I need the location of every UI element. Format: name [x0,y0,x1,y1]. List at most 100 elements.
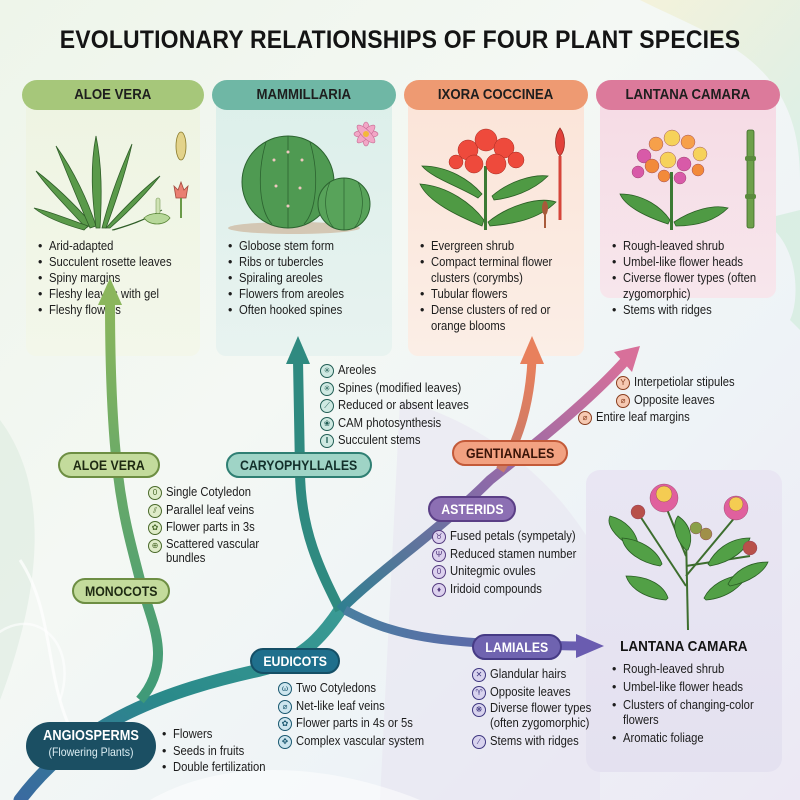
lantana-bullets: Rough-leaved shrub Umbel-like flower hea… [612,238,762,318]
lamiales-traits: ✕Glandular hairs ♈Opposite leaves ❋Diver… [472,666,603,751]
opposite-leaves-icon: ♈ [472,685,486,700]
trait-item: ♈Opposite leaves [472,684,603,702]
bullet-item: Rough-leaved shrub [612,662,762,677]
aloe-vera-illustration [33,131,189,231]
seed-icon: 0 [148,486,162,500]
three-part-flower-icon: ✿ [148,521,162,535]
bullet-item: Succulent rosette leaves [38,254,185,270]
trait-item: ✳Spines (modified leaves) [320,380,483,398]
ixora-illustration [419,127,565,230]
mammillaria-bullets: Globose stem form Ribs or tubercles Spir… [228,238,356,318]
bullet-item: Fleshy leaves with gel [38,286,185,302]
leaf-icon: ⌀ [616,393,630,408]
bullet-item: Ribs or tubercles [228,254,356,270]
caryophyllales-traits: ✳Areoles ✳Spines (modified leaves) ⟋Redu… [320,362,483,450]
spine-icon: ✳ [320,381,334,396]
trait-item: ∕Stems with ridges [472,733,603,751]
parallel-veins-icon: ⫽ [148,503,162,518]
lantana-camara-card: LANTANA CAMARA Rough-leaved shrub Umbel-… [586,470,782,772]
trait-item: ✿Flower parts in 4s or 5s [278,715,438,733]
node-lamiales: LAMIALES [472,634,562,660]
bullet-item: Tubular flowers [420,286,580,302]
bullet-item: Fleshy flowers [38,302,185,318]
panel-header: ALOE VERA [22,80,204,110]
trait-item: Double fertilization [162,759,276,776]
trait-item: ♉Fused petals (sympetaly) [432,528,590,546]
aloe-vera-bullets: Arid-adapted Succulent rosette leaves Sp… [38,238,185,318]
bullet-item: Flowers from areoles [228,286,356,302]
ixora-bullets: Evergreen shrub Compact terminal flower … [420,238,580,334]
bullet-item: Spiny margins [38,270,185,286]
trait-item: ✕Glandular hairs [472,666,603,684]
bullet-item: Compact terminal flower clusters (corymb… [420,254,580,286]
bullet-item: Rough-leaved shrub [612,238,762,254]
node-caryophyllales: CARYOPHYLLALES [226,452,372,478]
trait-item: ⫽Parallel leaf veins [148,502,265,520]
trait-item: ❀CAM photosynthesis [320,415,483,433]
fused-petals-icon: ♉ [432,530,446,544]
bullet-item: Umbel-like flower heads [612,254,762,270]
trait-item: ⟋Reduced or absent leaves [320,397,483,415]
trait-item: ‖Succulent stems [320,432,483,450]
stipule-icon: Y [616,376,630,390]
node-angiosperms: ANGIOSPERMS (Flowering Plants) [26,722,156,770]
vascular-bundles-icon: ⊕ [148,538,162,553]
page-title: EVOLUTIONARY RELATIONSHIPS OF FOUR PLANT… [59,26,741,54]
bullet-item: Civerse flower types (often zygomorphic) [612,270,762,302]
species-panel-mammillaria: MAMMILLARIA Globose stem form Ribs or tu… [212,80,396,356]
node-monocots: MONOCOTS [72,578,170,604]
diverse-flower-icon: ❋ [472,703,486,717]
trait-item: ✿Flower parts in 3s [148,519,265,537]
ridged-stem-icon: ∕ [472,735,486,749]
bullet-item: Evergreen shrub [420,238,580,254]
leaf-margin-icon: ⌀ [578,411,592,425]
flower-icon: ✿ [278,717,292,731]
trait-item: ✥Complex vascular system [278,733,438,751]
lantana-card-title: LANTANA CAMARA [620,638,748,655]
cam-icon: ❀ [320,416,334,431]
bullet-item: Stems with ridges [612,302,762,318]
ovule-icon: 0 [432,565,446,579]
bullet-item: Dense clusters of red or orange blooms [420,302,580,334]
droplet-icon: ♦ [432,582,446,597]
trait-item: ✳Areoles [320,362,483,380]
trait-item: ⊕Scattered vascular bundles [148,537,259,565]
bullet-item: Aromatic foliage [612,731,762,746]
species-panel-lantana-camara: LANTANA CAMARA Rough-leaved shrub Umbel-… [596,80,780,318]
stem-icon: ‖ [320,434,334,448]
panel-header: MAMMILLARIA [212,80,396,110]
node-aloe-vera: ALOE VERA [58,452,160,478]
trait-item: ❋Diverse flower types(often zygomorphic) [472,701,603,731]
glandular-hair-icon: ✕ [472,668,486,682]
vascular-system-icon: ✥ [278,734,292,749]
node-eudicots: EUDICOTS [250,648,340,674]
trait-item: ⌀Opposite leaves [616,392,746,410]
two-cotyledon-icon: ω [278,682,292,696]
species-panel-ixora-coccinea: IXORA COCCINEA Evergreen shrub Compact t… [404,80,588,356]
bullet-item: Globose stem form [228,238,356,254]
trait-item: Seeds in fruits [162,743,276,760]
trait-item: Flowers [162,726,276,743]
bullet-item: Umbel-like flower heads [612,680,752,695]
panel-header: IXORA COCCINEA [404,80,588,110]
mammillaria-illustration [228,121,379,234]
lantana-card-bullets: Rough-leaved shrub Umbel-like flower hea… [612,662,762,749]
areole-icon: ✳ [320,364,334,378]
angiosperm-traits: Flowers Seeds in fruits Double fertiliza… [162,726,276,776]
bullet-item: Clusters of changing-color flowers [612,698,762,728]
trait-item: ⌀Entire leaf margins [578,409,746,427]
species-panel-aloe-vera: ALOE VERA Arid-adapted Succulent rosette… [22,80,204,356]
lantana-camara-illustration [608,483,769,631]
trait-item: ⌀Net-like leaf veins [278,698,438,716]
node-asterids: ASTERIDS [428,496,516,522]
trait-item: ♦Iridoid compounds [432,581,590,599]
leaf-icon: ⟋ [320,399,334,413]
